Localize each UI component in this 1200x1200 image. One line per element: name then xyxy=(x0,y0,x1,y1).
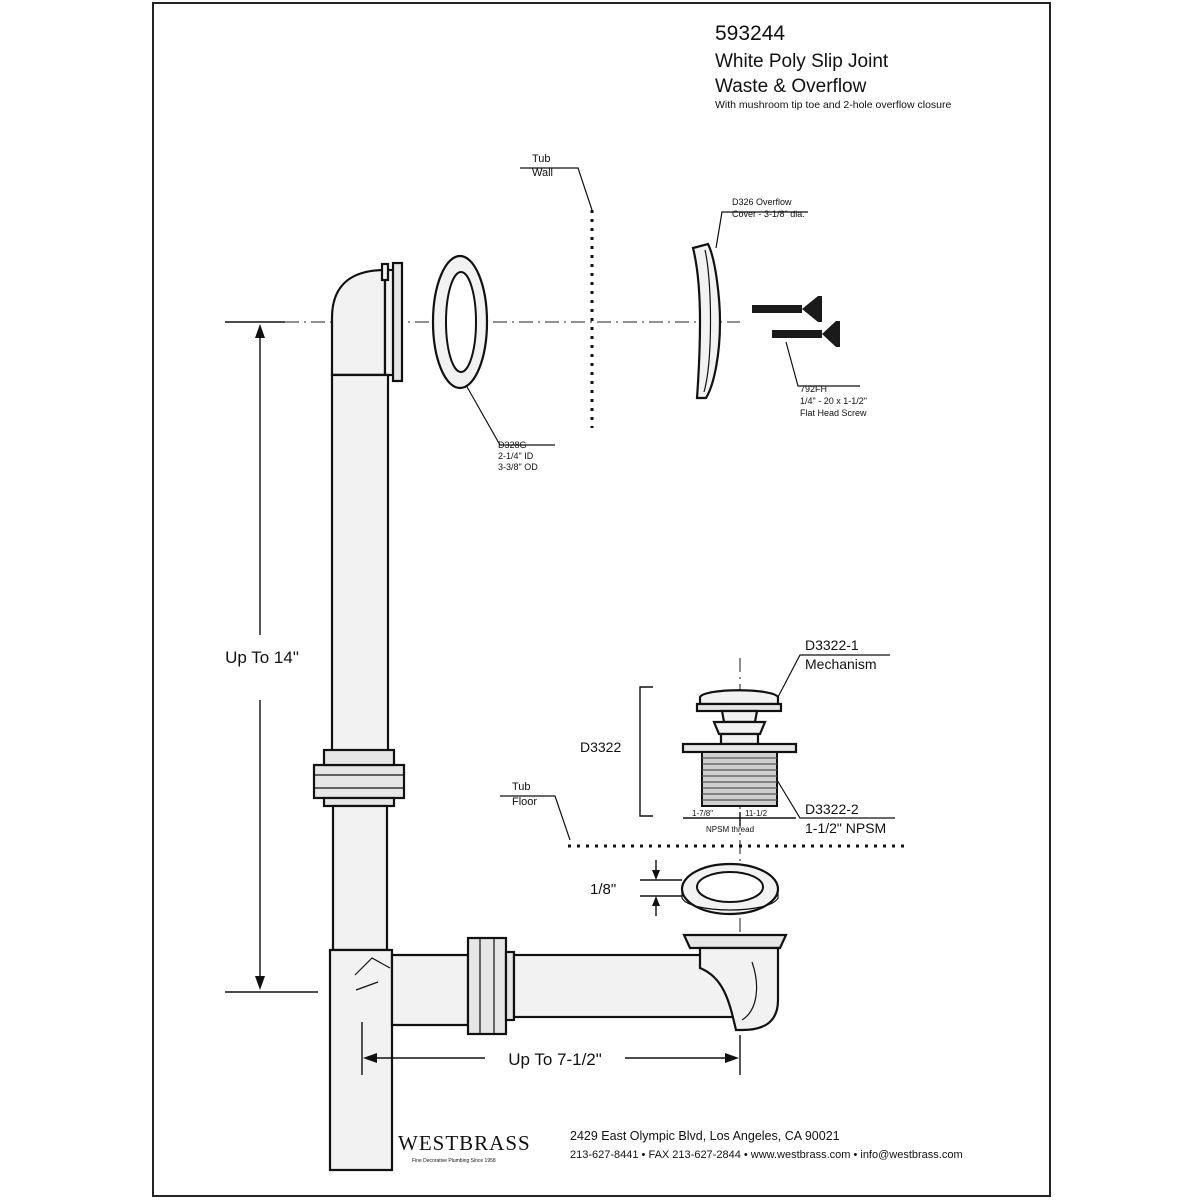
tub-wall-leader xyxy=(520,167,593,211)
body-code: D3322-2 xyxy=(805,801,859,817)
mechanism-leader xyxy=(777,654,890,698)
assembly-bracket xyxy=(639,686,653,817)
footer-contact: 213-627-8441 • FAX 213-627-2844 • www.we… xyxy=(570,1149,963,1161)
horizontal-dim-arrow-left xyxy=(363,1053,377,1063)
drain-shoe xyxy=(682,933,788,1032)
overflow-gasket xyxy=(431,254,489,390)
cover-label-1: D326 Overflow xyxy=(732,197,792,207)
cover-label-2: Cover - 3-1/8" dia. xyxy=(732,209,805,219)
screw-leader xyxy=(785,341,860,387)
title-line-2: Waste & Overflow xyxy=(715,76,867,97)
thread-dim-line xyxy=(683,812,796,826)
tub-wall-label-1: Tub xyxy=(532,153,551,165)
body-thread: 1-1/2" NPSM xyxy=(805,820,886,836)
horizontal-dim-arrow-right xyxy=(725,1053,739,1063)
mechanism-code: D3322-1 xyxy=(805,637,859,653)
vertical-dimension: Up To 14" xyxy=(225,648,299,667)
lower-vertical-tube xyxy=(331,804,389,952)
gasket-label-3: 3-3/8" OD xyxy=(498,462,538,472)
gasket-label-2: 2-1/4" ID xyxy=(498,451,534,461)
footer-address: 2429 East Olympic Blvd, Los Angeles, CA … xyxy=(570,1129,840,1143)
screw-label-1: 792FH xyxy=(800,384,827,394)
flat-head-screw-upper xyxy=(752,296,822,322)
overflow-tube xyxy=(330,373,390,767)
washer-arrowhead-top xyxy=(652,870,660,880)
vertical-dim-arrow-bottom xyxy=(255,976,265,990)
subtitle: With mushroom tip toe and 2-hole overflo… xyxy=(715,99,952,111)
mushroom-mechanism xyxy=(695,689,783,746)
tub-wall-label-2: Wall xyxy=(532,167,553,179)
cover-leader xyxy=(715,211,808,249)
drain-body xyxy=(681,742,798,807)
assembly-label: D3322 xyxy=(580,739,621,755)
horizontal-dimension: Up To 7-1/2" xyxy=(508,1050,602,1069)
vertical-slip-nut xyxy=(312,748,406,808)
model-number: 593244 xyxy=(715,22,785,45)
washer-arrowhead-bottom xyxy=(652,896,660,906)
tub-floor-label-2: Floor xyxy=(512,796,537,808)
tee-fitting xyxy=(328,948,470,1172)
screw-label-2: 1/4" - 20 x 1-1/2" xyxy=(800,396,867,406)
title-line-1: White Poly Slip Joint xyxy=(715,51,889,72)
brand-tagline: Fine Decorative Plumbing Since 1958 xyxy=(412,1158,496,1164)
floor-washer xyxy=(680,862,780,916)
tub-floor-label-1: Tub xyxy=(512,781,531,793)
vertical-dim-arrow-top xyxy=(255,324,265,338)
flat-head-screw-lower xyxy=(772,321,840,347)
brand-logo: WESTBRASS xyxy=(398,1131,531,1155)
mechanism-label: Mechanism xyxy=(805,656,877,672)
body-leader xyxy=(776,779,895,819)
screw-label-3: Flat Head Screw xyxy=(800,408,867,418)
tub-floor-leader xyxy=(500,795,571,841)
thread-right: 11-1/2 xyxy=(745,809,768,818)
gasket-leader xyxy=(465,384,555,446)
thread-left: 1-7/8" xyxy=(692,809,713,818)
thread-desc: NPSM thread xyxy=(706,825,754,834)
horizontal-slip-nut xyxy=(466,936,516,1036)
washer-thickness: 1/8" xyxy=(590,881,616,898)
gasket-label-1: D328G xyxy=(498,440,527,450)
overflow-cover xyxy=(691,242,722,400)
